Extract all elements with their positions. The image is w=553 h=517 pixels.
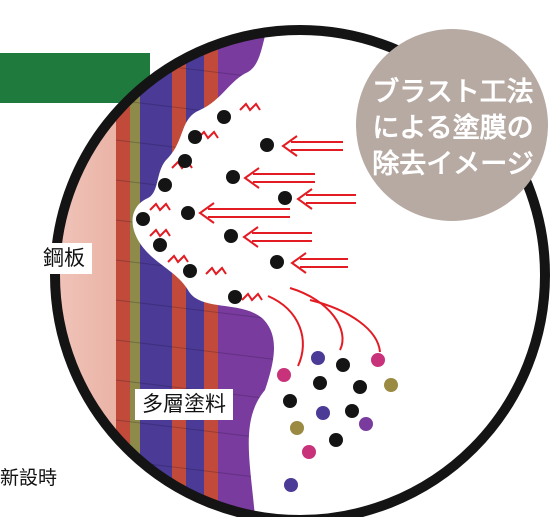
magnifier-ring (50, 25, 550, 517)
bubble-title: ブラスト工法 による塗膜の 除去イメージ (358, 75, 548, 183)
paint-layer-1 (116, 30, 130, 517)
paint-layer-2 (130, 30, 140, 517)
caption-bubble (356, 29, 548, 221)
paint-chips (277, 351, 398, 492)
ricochet-lines (267, 287, 381, 367)
bubble-line-3: 除去イメージ (372, 149, 534, 180)
green-header-bar (0, 53, 150, 103)
paint-layer-3 (140, 30, 172, 517)
arrows (198, 135, 356, 274)
multilayer-paint-label: 多層塗料 (135, 389, 233, 420)
new-construction-caption: 新設時 (0, 467, 58, 489)
bubble-line-1: ブラスト工法 (372, 77, 534, 108)
blast-particles (136, 110, 367, 447)
bubble-line-2: による塗膜の (372, 113, 534, 144)
steel-plate-label: 鋼板 (36, 243, 92, 274)
